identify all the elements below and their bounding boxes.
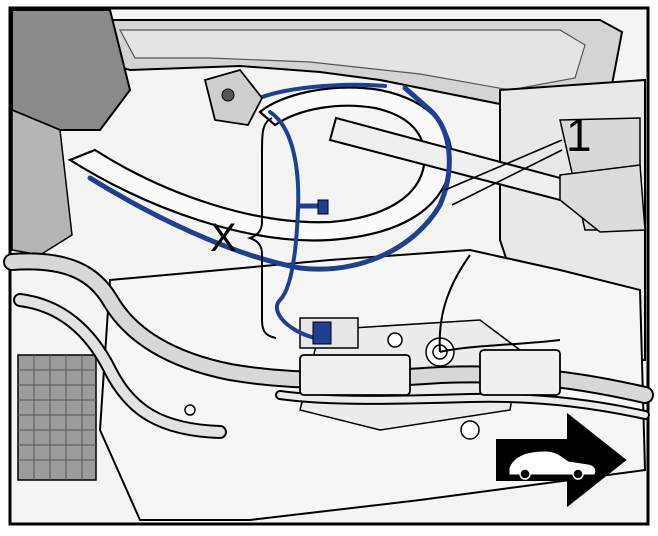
callout-1-leader-lower	[451, 149, 563, 206]
lower-cable	[277, 392, 648, 418]
left-recess	[11, 9, 132, 131]
secondary-hose	[15, 295, 225, 437]
connector-block-right	[479, 349, 561, 396]
ground-wire	[439, 339, 561, 353]
sensor-wire	[438, 254, 471, 353]
callout-label-1: 1	[566, 109, 592, 161]
left-lower-recess	[11, 108, 73, 256]
harness-plug	[312, 321, 332, 345]
callout-label-x: X	[210, 216, 237, 260]
callout-1-leader-upper	[444, 139, 563, 191]
car-wheel-front-icon	[519, 468, 531, 480]
connector-block-left	[299, 354, 411, 396]
curved-support-beam	[67, 86, 453, 242]
car-silhouette-icon	[509, 451, 596, 475]
x-span-bracket	[246, 117, 277, 339]
tube-fitting	[559, 164, 646, 233]
radiator-fins	[18, 355, 96, 480]
clamp-bolt	[221, 88, 235, 102]
upper-panel-inner	[118, 29, 586, 91]
radiator-grille	[17, 354, 97, 481]
blue-wiring-harness	[87, 82, 452, 340]
car-wheel-rear-icon	[572, 468, 584, 480]
harness-clip	[317, 199, 329, 215]
